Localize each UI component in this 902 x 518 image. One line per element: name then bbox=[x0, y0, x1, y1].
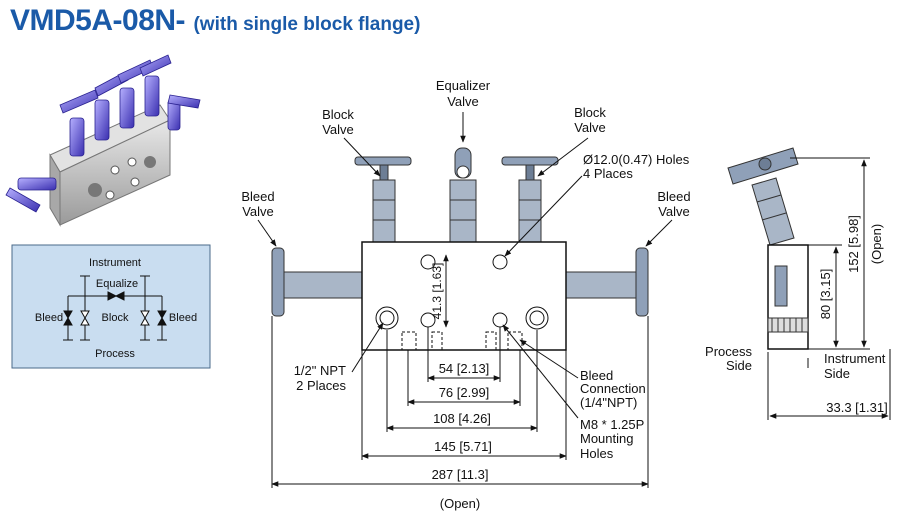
schematic-bleed-right-label: Bleed bbox=[169, 312, 197, 324]
instrument-side-label-2: Side bbox=[824, 366, 850, 381]
block-valve-left-drawing bbox=[354, 156, 412, 243]
dim-41-label: 41.3 [1.63] bbox=[430, 263, 444, 320]
manifold-body-side bbox=[767, 244, 809, 350]
equalizer-valve-label-1: Equalizer bbox=[436, 78, 491, 93]
dim-287-label: 287 [11.3] bbox=[432, 467, 489, 482]
bleed-valve-right-label-2: Valve bbox=[658, 204, 690, 219]
front-view: 41.3 [1.63] 54 [2.13] 76 [2.99] 108 [4.2… bbox=[241, 78, 690, 511]
schematic-equalize-label: Equalize bbox=[96, 278, 138, 290]
equalizer-valve-label-2: Valve bbox=[447, 94, 479, 109]
block-valve-left-label-2: Valve bbox=[322, 122, 354, 137]
block-valve-right-drawing bbox=[501, 156, 559, 243]
model-subtitle: (with single block flange) bbox=[193, 14, 421, 35]
dim-76-label: 76 [2.99] bbox=[439, 385, 490, 400]
dim-108-label: 108 [4.26] bbox=[433, 411, 491, 426]
side-valve-drawing bbox=[727, 147, 799, 246]
dim-33-label: 33.3 [1.31] bbox=[826, 400, 887, 415]
process-side-label-1: Process bbox=[705, 344, 752, 359]
manifold-body-front bbox=[361, 241, 567, 351]
process-side-label-2: Side bbox=[726, 358, 752, 373]
dim-145-label: 145 [5.71] bbox=[434, 439, 492, 454]
bleed-valve-right-label-1: Bleed bbox=[657, 189, 690, 204]
equalizer-valve-drawing bbox=[449, 147, 477, 243]
bleed-connection-1: Bleed bbox=[580, 368, 613, 383]
schematic-process-label: Process bbox=[95, 348, 135, 360]
schematic-valve-symbols bbox=[63, 291, 167, 326]
npt-note-1: 1/2" NPT bbox=[294, 363, 346, 378]
bleed-valve-right-drawing bbox=[565, 247, 649, 317]
npt-note-2: 2 Places bbox=[296, 378, 346, 393]
dim-152-open-label: (Open) bbox=[869, 224, 884, 264]
schematic-instrument-label: Instrument bbox=[89, 257, 141, 269]
mounting-note-3: Holes bbox=[580, 446, 614, 461]
bleed-valve-left-drawing bbox=[271, 247, 363, 317]
schematic-block-label: Block bbox=[102, 312, 129, 324]
page-title: VMD5A-08N- (with single block flange) bbox=[10, 4, 420, 38]
bleed-valve-left-label-2: Valve bbox=[242, 204, 274, 219]
block-valve-right-label-2: Valve bbox=[574, 120, 606, 135]
block-valve-right-label-1: Block bbox=[574, 105, 606, 120]
holes-note-2: 4 Places bbox=[583, 166, 633, 181]
schematic-bleed-left-label: Bleed bbox=[35, 312, 63, 324]
side-view: 152 [5.98] (Open) 80 [3.15] 33.3 [1.31] … bbox=[705, 147, 891, 420]
block-valve-left-label-1: Block bbox=[322, 107, 354, 122]
front-open-label: (Open) bbox=[440, 496, 480, 511]
mounting-note-2: Mounting bbox=[580, 431, 633, 446]
holes-note-1: Ø12.0(0.47) Holes bbox=[583, 152, 690, 167]
mounting-note-1: M8 * 1.25P bbox=[580, 417, 644, 432]
front-holes bbox=[375, 254, 549, 330]
model-number: VMD5A-08N- bbox=[10, 4, 186, 37]
bleed-valve-left-label-1: Bleed bbox=[241, 189, 274, 204]
manifold-3d-illustration bbox=[5, 54, 201, 227]
bleed-connection-2: Connection bbox=[580, 381, 646, 396]
instrument-side-label-1: Instrument bbox=[824, 351, 886, 366]
dim-80-label: 80 [3.15] bbox=[818, 269, 833, 320]
bleed-connection-3: (1/4"NPT) bbox=[580, 395, 637, 410]
flow-schematic: Instrument Equalize Block Bleed Bleed Pr… bbox=[11, 244, 211, 369]
side-bleed-stem bbox=[774, 265, 788, 307]
schematic-background bbox=[11, 244, 211, 369]
dim-152-label: 152 [5.98] bbox=[846, 215, 861, 273]
side-thread bbox=[767, 317, 809, 333]
dim-54-label: 54 [2.13] bbox=[439, 361, 490, 376]
